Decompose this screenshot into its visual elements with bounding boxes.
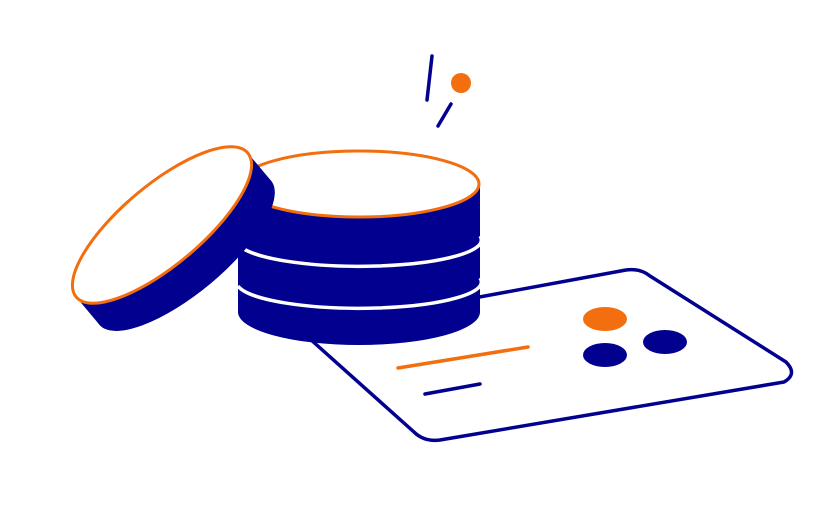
card-stripe-orange: [396, 345, 530, 370]
coin-stack-top-face: [237, 149, 481, 219]
card-chip-orange-dot: [583, 307, 627, 331]
sparkle-line-long: [425, 54, 434, 102]
coin-separator-2: [236, 276, 484, 311]
sparkle-dot: [451, 73, 471, 93]
card-chip-navy-dot-right: [643, 330, 687, 354]
card-stripe-navy: [423, 382, 482, 396]
coin-stack-icon: [236, 149, 484, 345]
sparkle-icon: [425, 54, 471, 128]
tilted-coin-face: [70, 145, 254, 305]
sparkle-line-short: [436, 102, 453, 128]
tilted-coin-icon: [70, 145, 275, 331]
card-chip-navy-dot-left: [583, 343, 627, 367]
coin-separator-1: [236, 234, 484, 269]
